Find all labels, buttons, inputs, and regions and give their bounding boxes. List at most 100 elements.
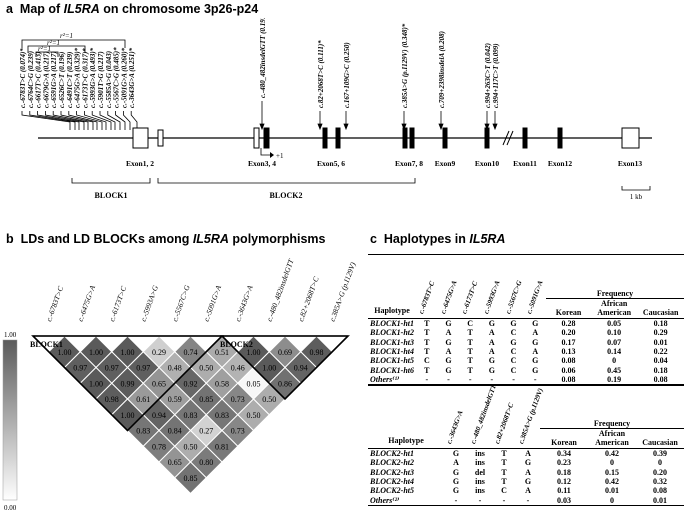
- snp-arrowhead: [317, 123, 323, 131]
- exon-box: [322, 127, 328, 149]
- haplotype-cell: G: [445, 337, 452, 347]
- haplotype-cell: 0.45: [607, 365, 622, 375]
- ld-value: 0.81: [215, 442, 229, 451]
- exon-box: [157, 129, 164, 147]
- haplotype-cell: -: [468, 495, 492, 507]
- ld-value: 1.00: [121, 411, 135, 420]
- haplotype-cell: 0.17: [561, 337, 576, 347]
- snp-arrowhead: [343, 123, 349, 131]
- ld-value: 0.59: [168, 395, 182, 404]
- haplotype-cell: 0.08: [561, 356, 576, 366]
- snp-arrow: [130, 111, 138, 130]
- ld-value: 0.73: [231, 395, 245, 404]
- block-brackets: [71, 178, 416, 184]
- haplotype-cell: T: [424, 347, 430, 357]
- ld-value: 0.83: [184, 411, 198, 420]
- ld-snp-label: c.-3643G>A: [233, 284, 255, 323]
- snp-arrow: [84, 111, 107, 130]
- exon-label: Exon11: [513, 159, 537, 168]
- haplotype-cell: G: [437, 317, 460, 329]
- haplotype-cell: 0.14: [607, 347, 622, 357]
- snp-labels: c.-6783T>C (0.074)*c.-6764C>G (0.239)c.-…: [19, 18, 500, 108]
- snp-column-header: c.-6173T>C: [460, 280, 480, 316]
- snp-label: c.82+2068T>C (0.111)*: [317, 40, 325, 108]
- exon-box: [557, 127, 563, 149]
- snp-label: c.-480_482insdelGTT (0.191)*: [259, 18, 267, 98]
- haplotype-cell: 0.42: [605, 477, 619, 487]
- haplotype-name: BLOCK1-ht3: [370, 337, 415, 347]
- ld-value: 0.58: [215, 379, 229, 388]
- ld-value: 0.98: [105, 395, 119, 404]
- ld-value: 0.50: [199, 364, 213, 373]
- ld-value: 0.97: [136, 364, 150, 373]
- haplotype-cell: 0.05: [591, 317, 638, 329]
- haplotype-cell: C: [423, 356, 430, 366]
- exon-label: Exon1, 2: [126, 159, 154, 168]
- ld-value: 0.92: [184, 379, 198, 388]
- panel-b-title: b LDs and LD BLOCKs among IL5RA polymorp…: [6, 232, 326, 246]
- haplotype-name: BLOCK2-ht4: [370, 477, 415, 487]
- r2-brackets: [21, 39, 126, 57]
- snp-arrow: [123, 111, 131, 130]
- haplotype-cell: 0: [658, 458, 662, 468]
- population-header: African American: [595, 429, 629, 448]
- haplotype-cell: del: [474, 467, 486, 477]
- ld-value: 0.50: [184, 442, 198, 451]
- population-header: Korean: [551, 438, 577, 448]
- ld-value: 0.83: [136, 427, 150, 436]
- ld-value: 0.74: [184, 348, 198, 357]
- ld-snp-label: c.82+2068T>C: [296, 275, 321, 323]
- ld-block-outline: [31, 335, 224, 432]
- haplotype-cell: 0: [588, 495, 636, 507]
- snp-column-header: c.82+2068T>C: [493, 402, 516, 446]
- haplotype-cell: ins: [475, 477, 485, 487]
- block2-label: BLOCK2: [270, 191, 303, 200]
- snp-arrowhead: [438, 123, 444, 131]
- exon-label: Exon9: [435, 159, 456, 168]
- block1-label: BLOCK1: [95, 191, 128, 200]
- haplotype-cell: G: [488, 365, 495, 375]
- haplotype-cell: 0.20: [653, 467, 667, 477]
- haplotype-cell: A: [445, 347, 452, 357]
- break-mark: [502, 130, 514, 146]
- snp-arrow: [76, 111, 103, 130]
- haplotype-cell: 0.23: [557, 458, 571, 468]
- ld-cell: [174, 461, 207, 495]
- haplotype-cell: ins: [468, 447, 492, 459]
- exon-box: [132, 127, 149, 149]
- haplotype-cell: T: [467, 337, 473, 347]
- snp-column-header: c.-5567C>G: [503, 279, 524, 316]
- ld-value: 0.69: [278, 348, 292, 357]
- snp-arrow: [99, 111, 116, 130]
- haplotype-cell: C: [510, 365, 517, 375]
- snp-arrow: [91, 111, 112, 130]
- exon-label: Exon13: [618, 159, 642, 168]
- haplotype-cell: 0.13: [561, 347, 576, 357]
- haplotype-name: BLOCK1-ht1: [368, 317, 417, 329]
- ld-value: 1.00: [121, 348, 135, 357]
- snp-label: c.994+117C>T (0.099): [492, 43, 500, 108]
- exon-label: Exon7, 8: [395, 159, 423, 168]
- ld-value: 0.98: [310, 348, 324, 357]
- haplotype-cell: 0.18: [637, 317, 684, 329]
- haplotype-cell: G: [488, 356, 495, 366]
- haplotype-cell: T: [501, 477, 507, 487]
- snp-label: c.-6783T>C (0.074)*: [19, 48, 27, 108]
- ld-snp-label: c.-6783T>C: [44, 284, 65, 323]
- haplotype-cell: G: [445, 356, 452, 366]
- snp-label: c.385A>G (p.I129V) (0.348)*: [401, 23, 409, 108]
- snp-arrow: [45, 111, 85, 130]
- population-header: African American: [597, 299, 632, 318]
- haplotype-cell: ins: [475, 486, 485, 496]
- panel-c-title: c Haplotypes in IL5RA: [370, 232, 506, 246]
- haplotype-cell: G: [452, 467, 460, 477]
- ld-block-outline: [220, 335, 350, 401]
- haplotype-cell: 0.12: [557, 477, 571, 487]
- ld-snp-label: c.-6475G>A: [76, 284, 98, 323]
